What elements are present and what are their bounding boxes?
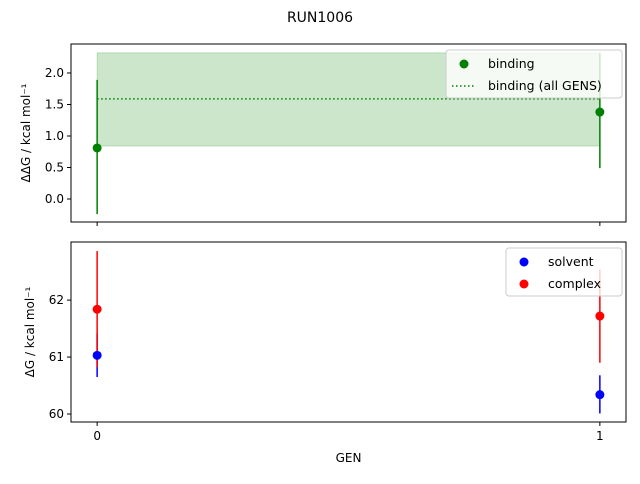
- legend-label: solvent: [548, 254, 594, 269]
- y-tick-label: 1.0: [45, 129, 64, 143]
- axes-frame: [70, 241, 627, 423]
- data-point: [92, 143, 102, 153]
- data-point: [595, 311, 605, 321]
- data-point: [595, 390, 605, 400]
- legend-label: binding (all GENS): [488, 78, 602, 93]
- legend-label: complex: [548, 276, 601, 291]
- y-tick-label: 1.5: [45, 97, 64, 111]
- data-point: [595, 107, 605, 117]
- legend-marker: [459, 59, 469, 69]
- data-point: [92, 304, 102, 314]
- axes-frame: [70, 43, 627, 223]
- y-tick-label: 0.5: [45, 160, 64, 174]
- legend-marker: [519, 257, 529, 267]
- bottom-panel: 60 61 62 0 1 ΔG / kcal mol⁻¹ GEN solvent complex: [23, 241, 627, 465]
- chart-title: RUN1006: [287, 10, 353, 26]
- legend-box: [505, 247, 623, 297]
- x-tick-label: 1: [596, 429, 604, 443]
- y-tick-label: 60: [49, 407, 64, 421]
- legend-marker: [519, 279, 529, 289]
- x-tick-label: 0: [93, 429, 101, 443]
- y-tick-label: 2.0: [45, 66, 64, 80]
- legend-box: [445, 49, 623, 99]
- data-point: [92, 350, 102, 360]
- y-tick-label: 62: [49, 293, 64, 307]
- y-axis-label: ΔG / kcal mol⁻¹: [23, 286, 37, 377]
- legend-label: binding: [488, 56, 535, 71]
- y-tick-label: 61: [49, 350, 64, 364]
- y-axis-label: ΔΔG / kcal mol⁻¹: [19, 83, 33, 182]
- y-tick-label: 0.0: [45, 192, 64, 206]
- x-axis-label: GEN: [336, 451, 362, 465]
